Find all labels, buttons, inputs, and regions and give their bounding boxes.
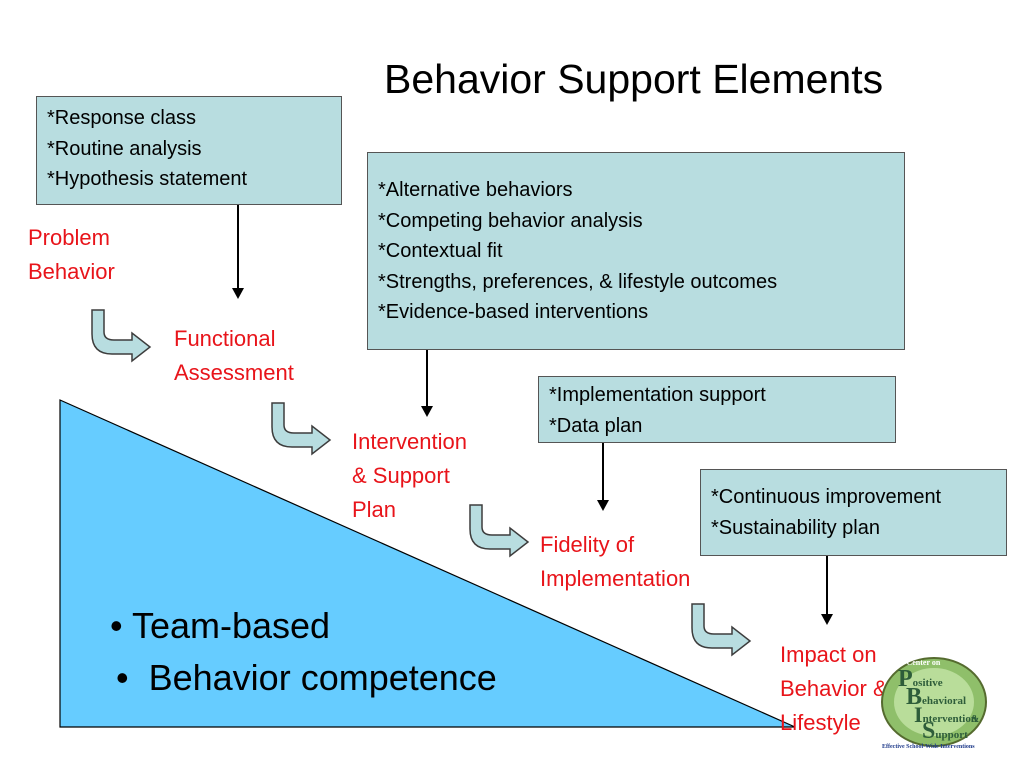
- curved-arrow-2: [271, 402, 331, 455]
- box-line: *Data plan: [549, 414, 643, 437]
- down-arrow-2: [421, 350, 433, 417]
- info-box-assessment: *Response class *Routine analysis *Hypot…: [36, 96, 342, 205]
- box-line: *Hypothesis statement: [47, 168, 248, 190]
- down-arrow-4: [821, 556, 833, 625]
- box-line: *Continuous improvement: [711, 486, 942, 508]
- down-arrow-3: [597, 443, 609, 511]
- box-line: *Response class: [47, 107, 196, 129]
- box-line: *Competing behavior analysis: [378, 209, 643, 232]
- curved-arrow-1: [91, 309, 151, 362]
- box-line: *Implementation support: [549, 384, 766, 406]
- step-fidelity: Fidelity of Implementation: [540, 532, 691, 591]
- step-functional-assessment: Functional Assessment: [174, 326, 294, 385]
- info-box-intervention: *Alternative behaviors *Competing behavi…: [367, 152, 905, 350]
- info-box-fidelity: *Implementation support *Data plan: [538, 376, 896, 443]
- box-line: *Contextual fit: [378, 240, 503, 262]
- curved-arrow-3: [469, 504, 529, 557]
- step-impact: Impact on Behavior & Lifestyle: [780, 642, 888, 735]
- box-line: *Routine analysis: [47, 137, 202, 160]
- step-problem-behavior: Problem Behavior: [28, 225, 115, 284]
- box-line: *Evidence-based interventions: [378, 301, 649, 323]
- box-line: *Strengths, preferences, & lifestyle out…: [378, 270, 778, 293]
- down-arrow-1: [232, 205, 244, 299]
- info-box-impact: *Continuous improvement *Sustainability …: [700, 469, 1007, 556]
- box-line: *Alternative behaviors: [378, 179, 573, 201]
- bullet-list: • Team-based • Behavior competence: [110, 600, 497, 704]
- curved-arrow-4: [691, 603, 751, 656]
- bullet-item: • Behavior competence: [116, 657, 497, 698]
- pbis-logo: OSEP Center on Positive Behavioral Inter…: [876, 656, 1006, 756]
- box-line: *Sustainability plan: [711, 516, 880, 539]
- step-intervention-plan: Intervention & Support Plan: [352, 429, 467, 522]
- bullet-item: • Team-based: [110, 605, 331, 646]
- page-title: Behavior Support Elements: [384, 56, 884, 102]
- team-triangle: [59, 399, 796, 728]
